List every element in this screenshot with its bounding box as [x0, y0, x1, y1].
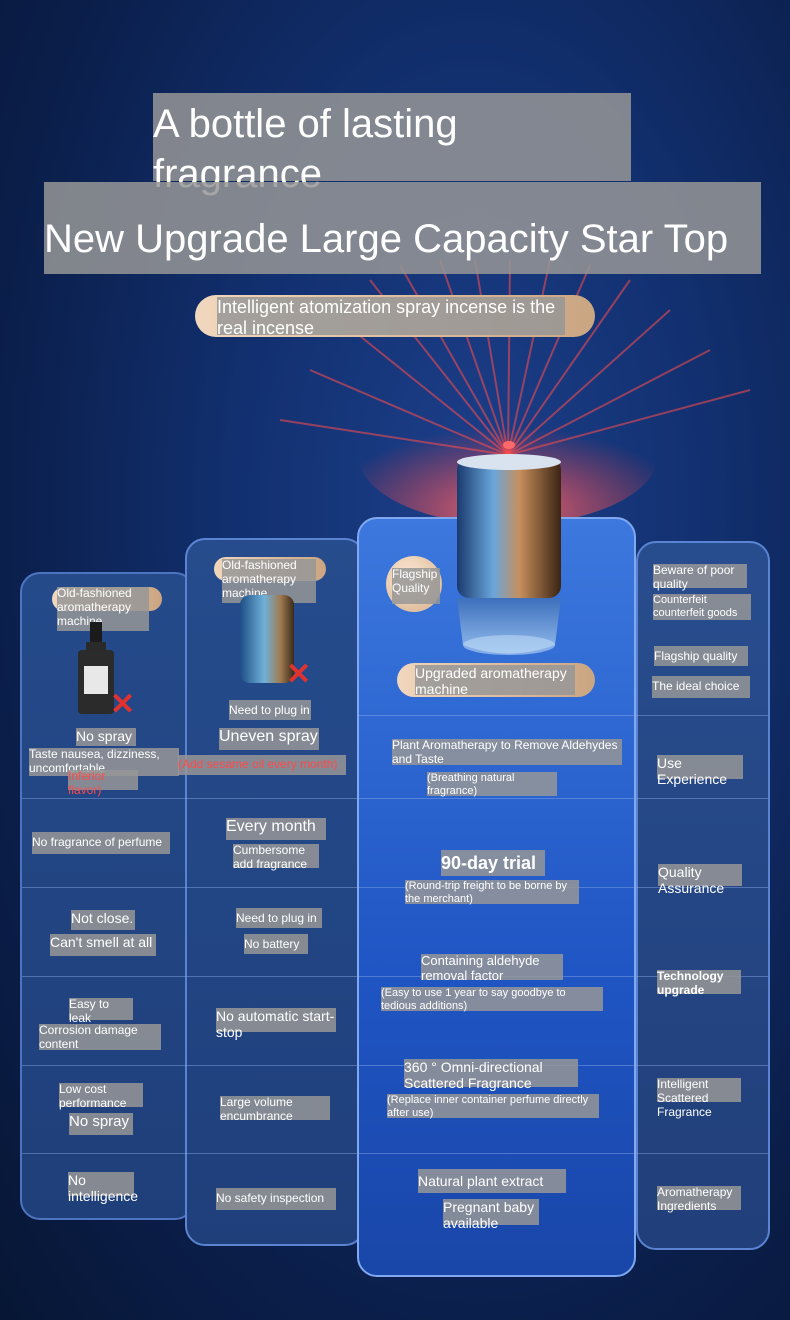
old1-r2-a: No fragrance of perfume: [32, 832, 170, 854]
side-row-3: Technology upgrade: [657, 969, 741, 997]
upg-r3-b: (Easy to use 1 year to say goodbye to te…: [381, 987, 603, 1012]
side-top-4: The ideal choice: [652, 676, 750, 698]
old-aroma-cylinder-icon: [240, 595, 294, 683]
old-machine-1-label: Old-fashioned aromatherapy machine: [57, 586, 149, 631]
cross-icon: ✕: [286, 658, 312, 691]
perfume-bottle-icon: [78, 622, 114, 714]
side-row-2: Quality Assurance: [658, 864, 742, 896]
side-top-2: Counterfeit counterfeit goods: [653, 594, 751, 620]
aroma-machine-image: [457, 441, 561, 655]
old2-r1-a: Need to plug in: [229, 700, 311, 720]
old1-r1-a: No spray: [76, 728, 136, 746]
old2-r6-a: No safety inspection: [216, 1188, 336, 1210]
tagline-pill: Intelligent atomization spray incense is…: [195, 295, 595, 338]
upgraded-label: Upgraded aromatherapy machine: [415, 665, 575, 697]
old2-r1-c: (Add sesame oil every month): [178, 755, 346, 775]
row-divider: [22, 798, 768, 799]
old1-r5-b: No spray: [69, 1113, 133, 1135]
old2-r3-b: No battery: [244, 934, 308, 954]
old1-r1-c: Inferior flavor): [68, 769, 138, 797]
row-divider: [22, 1065, 768, 1066]
upg-r2-a: 90-day trial: [441, 850, 545, 876]
upg-r5-a: Natural plant extract: [418, 1169, 566, 1193]
old1-r4-b: Corrosion damage content: [39, 1023, 161, 1051]
old1-r6-a: No intelligence: [68, 1172, 139, 1205]
old2-r2-b: Cumbersome add fragrance: [233, 843, 319, 871]
old2-r5-a: Large volume encumbrance: [220, 1095, 330, 1123]
cross-icon: ✕: [110, 688, 136, 721]
row-divider: [359, 715, 768, 716]
headline-line1: A bottle of lasting fragrance: [153, 93, 631, 196]
side-top-3: Flagship quality: [654, 646, 748, 666]
row-divider: [22, 887, 768, 888]
old2-r1-b: Uneven spray: [219, 728, 319, 750]
side-top-1: Beware of poor quality: [653, 563, 747, 591]
old2-r4-a: No automatic start-stop: [216, 1008, 336, 1041]
upg-r5-b: Pregnant baby available: [443, 1199, 539, 1231]
upg-r1-a: Plant Aromatherapy to Remove Aldehydes a…: [392, 738, 622, 766]
old1-r3-a: Not close.: [71, 910, 135, 930]
upg-r3-a: Containing aldehyde removal factor: [421, 953, 563, 983]
old1-r1-b: Taste nausea, dizziness, uncomfortable: [29, 747, 179, 776]
row-divider: [22, 976, 768, 977]
old1-r3-b: Can't smell at all: [50, 934, 156, 956]
badge-text: Flagship Quality: [392, 567, 440, 604]
upg-r4-b: (Replace inner container perfume directl…: [387, 1094, 599, 1119]
tagline-text: Intelligent atomization spray incense is…: [217, 297, 565, 338]
side-row-5: Aromatherapy Ingredients: [657, 1185, 741, 1213]
side-row-1: Use Experience: [657, 755, 743, 787]
old1-r4-a: Easy to leak: [69, 997, 133, 1025]
upgraded-label-pill: Upgraded aromatherapy machine: [397, 663, 595, 697]
old2-r2-a: Every month: [226, 818, 326, 840]
headline-line2: New Upgrade Large Capacity Star Top: [44, 182, 761, 274]
row-divider: [22, 1153, 768, 1154]
old2-r3-a: Need to plug in: [236, 908, 322, 928]
upg-r1-b: (Breathing natural fragrance): [427, 772, 557, 797]
upg-r2-b: (Round-trip freight to be borne by the m…: [405, 880, 579, 905]
flagship-quality-badge: Flagship Quality: [386, 556, 442, 612]
upg-r4-a: 360 ° Omni-directional Scattered Fragran…: [404, 1059, 578, 1091]
old1-r5-a: Low cost performance: [59, 1082, 143, 1110]
side-row-4: Intelligent Scattered Fragrance: [657, 1077, 741, 1118]
